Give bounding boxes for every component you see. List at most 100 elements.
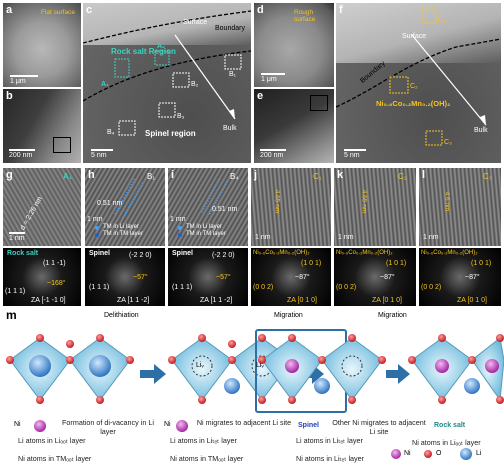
region-tag: A₁ bbox=[63, 172, 73, 181]
fft-j: Ni₀.₆Co₀.₂Mn₀.₂(OH)₂ (1 0 1) (0 0 2) ~87… bbox=[251, 248, 331, 306]
vacuum-region bbox=[336, 3, 501, 63]
spacing-measure: 4.65 nm bbox=[273, 189, 281, 214]
spot-1: (1 1 -1) bbox=[43, 260, 66, 267]
panel-label: f bbox=[339, 4, 343, 16]
legend-ni-li-oct: Ni atoms in Liₒₒₜ layer bbox=[412, 438, 481, 447]
step-delithiation: Delithiation bbox=[104, 312, 139, 319]
bulk-label: Bulk bbox=[474, 127, 488, 134]
spot-2: (1 1 1) bbox=[5, 288, 26, 295]
key-li: Li bbox=[476, 450, 482, 457]
spinel-label: Spinel bbox=[298, 422, 320, 429]
panel-label: j bbox=[254, 169, 258, 181]
c1-label: C₁ bbox=[438, 17, 446, 24]
panel-label: i bbox=[171, 169, 175, 181]
panel-label: b bbox=[6, 90, 13, 102]
angle-label: ~57° bbox=[133, 274, 148, 281]
legend-tm-tm: TM in TM layer bbox=[103, 231, 143, 237]
fft-title: Spinel bbox=[172, 250, 194, 257]
fft-title: Rock salt bbox=[7, 250, 39, 257]
structure-3 bbox=[255, 329, 386, 413]
angle-label: ~87° bbox=[295, 274, 310, 281]
zone-axis: ZA [1 1 -2] bbox=[200, 297, 233, 304]
scale-bar-label: 1 nm bbox=[255, 234, 271, 241]
panel-h: h B₁ 0.51 nm TM in Li layer TM in TM lay… bbox=[85, 168, 165, 246]
fft-g: Rock salt (1 1 -1) (1 1 1) ~168° ZA [-1 … bbox=[3, 248, 81, 306]
panel-m: m bbox=[0, 308, 504, 469]
zone-axis: ZA [0 1 0] bbox=[372, 297, 402, 304]
ni-key-mark bbox=[391, 449, 401, 459]
region-tag: C₃ bbox=[483, 172, 493, 181]
scale-bar bbox=[344, 149, 366, 151]
step-migration-1: Migration bbox=[274, 312, 303, 319]
angle-label: ~87° bbox=[465, 274, 480, 281]
surface-label: Surface bbox=[402, 33, 427, 40]
boundary-overlay bbox=[336, 8, 501, 146]
boundary-overlay bbox=[83, 10, 251, 136]
panel-label: e bbox=[257, 90, 264, 102]
b4-label: B₄ bbox=[107, 129, 115, 136]
scale-bar bbox=[261, 73, 285, 75]
c2-label: C₂ bbox=[410, 83, 418, 90]
step-migration-2: Migration bbox=[378, 312, 407, 319]
spot-2: (1 1 1) bbox=[172, 284, 193, 291]
boundary-label: Boundary bbox=[215, 25, 245, 32]
legend-li-tet-2: Li atoms in Liₜₑₜ layer bbox=[296, 436, 363, 445]
fft-title: Ni₀.₆Co₀.₂Mn₀.₂(OH)₂ bbox=[336, 250, 393, 256]
atom-overlay bbox=[95, 177, 144, 237]
panel-c: c Surface Boundary Rock salt Region A₁ A… bbox=[83, 3, 251, 163]
region-tag: B₁ bbox=[147, 172, 156, 181]
fft-h: Spinel (-2 2 0) (1 1 1) ~57° ZA [1 1 -2] bbox=[85, 248, 165, 306]
c3-label: C₃ bbox=[444, 139, 452, 146]
structure-1 bbox=[6, 334, 134, 404]
spot-1: (1 0 1) bbox=[386, 260, 407, 267]
region-tag: C₂ bbox=[398, 172, 407, 181]
scale-bar-label: 1 μm bbox=[261, 76, 277, 83]
scale-bar-label: 1 nm bbox=[87, 216, 103, 223]
panel-label: l bbox=[422, 169, 426, 181]
spinel-region-label: Spinel region bbox=[145, 129, 196, 138]
panel-l: l C₃ 4.6 nm 1 nm bbox=[419, 168, 501, 246]
scale-bar-label: 5 nm bbox=[344, 152, 360, 159]
panel-label: c bbox=[86, 4, 93, 16]
scale-bar-label: 1 nm bbox=[9, 235, 25, 242]
ni-legend-label: Ni bbox=[14, 421, 21, 428]
scale-bar-label: 1 nm bbox=[338, 234, 354, 241]
scale-bar-label: 1 μm bbox=[10, 78, 26, 85]
surface-note: Flat surface bbox=[41, 9, 75, 16]
b3-label: B₃ bbox=[177, 113, 185, 120]
schematic-drawing bbox=[6, 329, 504, 460]
atom-overlay bbox=[178, 177, 229, 237]
rock-salt-region-label: Rock salt Region bbox=[111, 47, 176, 56]
panel-b: b 200 nm bbox=[3, 89, 81, 163]
region-tag: B₄ bbox=[230, 172, 239, 181]
key-ni: Ni bbox=[404, 450, 411, 457]
zone-axis: ZA [-1 -1 0] bbox=[31, 297, 66, 304]
caption-formation: Formation of di-vacancy in Li layer bbox=[62, 418, 154, 436]
fft-i: Spinel (-2 2 0) (1 1 1) ~57° ZA [1 1 -2] bbox=[168, 248, 248, 306]
panel-d: d Rough surface 1 μm bbox=[254, 3, 334, 87]
scale-bar-label: 200 nm bbox=[260, 152, 284, 159]
fft-title: Ni₀.₆Co₀.₂Mn₀.₂(OH)₂ bbox=[421, 250, 478, 256]
spacing-measure: 4.6 nm bbox=[443, 191, 451, 212]
scale-bar bbox=[10, 75, 38, 77]
region-tag: C₁ bbox=[313, 172, 322, 181]
legend-ni-tm: Ni atoms in TMₒₒₜ layer bbox=[18, 454, 92, 463]
vacancy-2: Liᵥ bbox=[256, 362, 264, 369]
scale-bar-label: 200 nm bbox=[9, 152, 33, 159]
angle-label: ~57° bbox=[216, 274, 231, 281]
legend-tm-tm: TM in TM layer bbox=[186, 231, 226, 237]
legend-ni-tm-2: Ni atoms in TMₒₒₜ layer bbox=[170, 454, 244, 463]
scale-bar-label: 5 nm bbox=[91, 152, 107, 159]
spacing-measure: 4.65 nm bbox=[360, 189, 368, 214]
panel-i: i B₄ 0.51 nm TM in Li layer TM in TM lay… bbox=[168, 168, 248, 246]
panel-label: h bbox=[88, 169, 95, 181]
a2-label: A₂ bbox=[157, 43, 166, 50]
b1-label: B₁ bbox=[229, 71, 237, 78]
fft-l: Ni₀.₆Co₀.₂Mn₀.₂(OH)₂ (1 0 1) (0 0 2) ~87… bbox=[419, 248, 501, 306]
bulk-label: Bulk bbox=[223, 125, 237, 132]
li-key-mark bbox=[460, 448, 472, 460]
spacing-measure: 0.51 nm bbox=[212, 206, 238, 213]
lattice-measure: d = 2.26 nm bbox=[19, 195, 44, 232]
zone-axis: ZA [1 1 -2] bbox=[117, 297, 150, 304]
scale-bar-label: 1 nm bbox=[170, 216, 186, 223]
